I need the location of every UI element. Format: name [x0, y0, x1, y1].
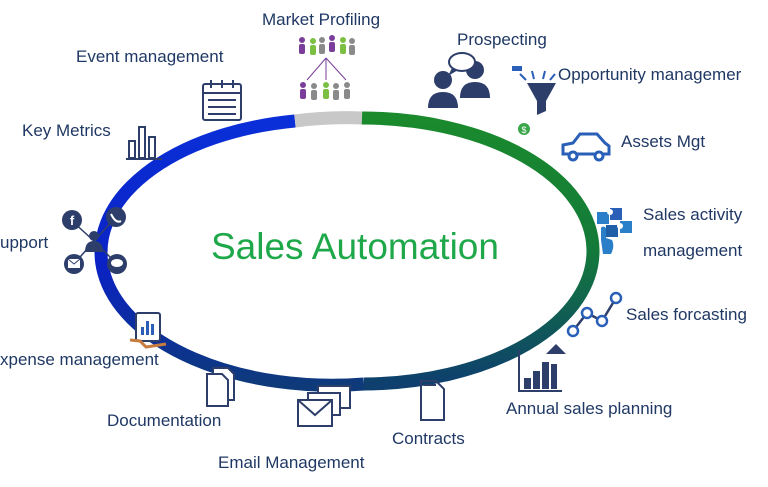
bar-chart-up-icon: [518, 344, 566, 392]
label-contracts: Contracts: [392, 429, 465, 448]
label-event-management: Event management: [76, 47, 224, 66]
bar-metrics-icon: [126, 126, 162, 160]
process-ring: [94, 111, 600, 392]
label-email-management: Email Management: [218, 453, 365, 472]
funnel-icon: $: [512, 66, 556, 135]
puzzle-hand-icon: [597, 208, 632, 254]
calendar-icon: [202, 80, 242, 121]
envelopes-icon: [297, 385, 351, 427]
people-chat-icon: [428, 52, 490, 108]
files-icon: [206, 367, 235, 407]
center-title: Sales Automation: [211, 226, 499, 267]
label-sales-forcasting: Sales forcasting: [626, 305, 747, 324]
social-hub-icon: f: [62, 207, 127, 274]
label-expense-management: xpense management: [0, 350, 159, 369]
label-sales-activity-line2: management: [643, 241, 743, 260]
label-key-metrics: Key Metrics: [22, 121, 111, 140]
ring-right-segment: [359, 111, 600, 391]
label-annual-sales-planning: Annual sales planning: [506, 399, 673, 418]
label-sales-activity-line1: Sales activity: [643, 205, 743, 224]
label-documentation: Documentation: [107, 411, 222, 430]
line-graph-icon: [566, 291, 623, 338]
svg-text:f: f: [70, 213, 75, 228]
document-icon: [420, 380, 445, 421]
people-network-icon: [299, 35, 355, 100]
ring-gray-segment: [294, 111, 363, 128]
label-prospecting: Prospecting: [457, 30, 547, 49]
svg-text:$: $: [521, 125, 526, 135]
ring-left-segment: [94, 114, 365, 392]
label-assets-mgt: Assets Mgt: [621, 132, 706, 151]
tablet-hand-icon: [129, 312, 167, 349]
label-support: upport: [0, 233, 49, 252]
label-opportunity-management: Opportunity managemer: [558, 65, 742, 84]
label-market-profiling: Market Profiling: [262, 10, 381, 29]
car-icon: [561, 132, 611, 162]
